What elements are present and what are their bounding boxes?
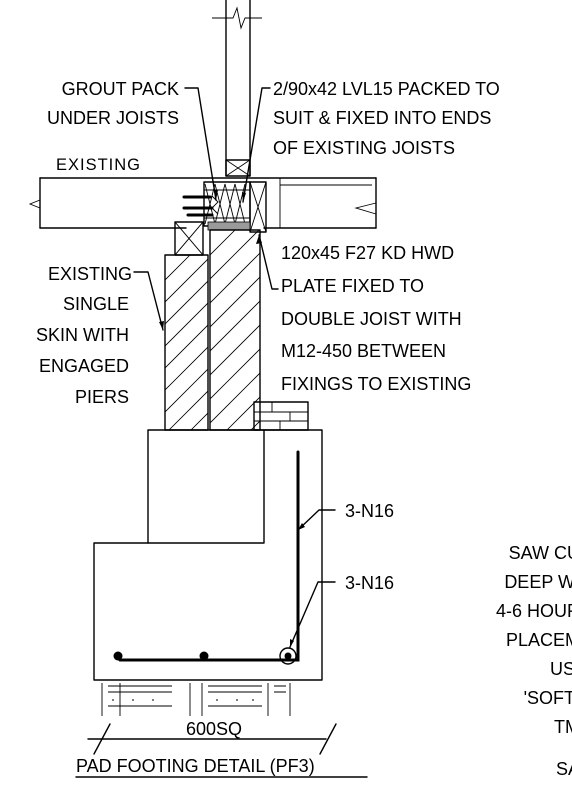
- label-plate: 120x45 F27 KD HWD PLATE FIXED TO DOUBLE …: [281, 243, 471, 394]
- label-wall: EXISTING SINGLE SKIN WITH ENGAGED PIERS: [36, 264, 132, 407]
- plate-note-line-3: DOUBLE JOIST WITH: [281, 309, 462, 329]
- wall-note-line-5: PIERS: [75, 387, 129, 407]
- wall-top-block: [174, 221, 204, 256]
- grout-pack-line-2: UNDER JOISTS: [47, 108, 179, 128]
- label-saw-cut-cropped: SAW CU DEEP WI 4-6 HOUR PLACEM USI 'SOFT…: [496, 543, 572, 779]
- saw-cut-line-7: TM: [554, 717, 572, 737]
- plate-note-line-5: FIXINGS TO EXISTING: [281, 374, 471, 394]
- lvl-note-line-2: SUIT & FIXED INTO ENDS: [273, 108, 491, 128]
- label-existing-joist: EXISTING: [56, 156, 141, 174]
- saw-cut-line-8: SA: [556, 759, 572, 779]
- saw-cut-line-6: 'SOFT-: [524, 688, 572, 708]
- pad-footing: [93, 429, 323, 681]
- label-grout-pack: GROUT PACK UNDER JOISTS: [47, 79, 179, 128]
- saw-cut-line-1: SAW CU: [509, 543, 572, 563]
- plate-note-line-2: PLATE FIXED TO: [281, 276, 424, 296]
- wall-note-line-4: ENGAGED: [39, 356, 129, 376]
- existing-single-skin-wall: [164, 254, 209, 431]
- saw-cut-line-3: 4-6 HOUR: [496, 601, 572, 621]
- lvl-blocking: [203, 181, 251, 227]
- plate-note-line-1: 120x45 F27 KD HWD: [281, 243, 454, 263]
- detail-title-text: PAD FOOTING DETAIL (PF3): [76, 756, 315, 776]
- plate-note-line-4: M12-450 BETWEEN: [281, 341, 446, 361]
- saw-cut-line-4: PLACEM: [506, 630, 572, 650]
- wall-note-line-2: SINGLE: [63, 294, 129, 314]
- label-bar-bottom: 3-N16: [345, 573, 394, 593]
- grout-pack-line-1: GROUT PACK: [62, 79, 179, 99]
- wall-note-line-1: EXISTING: [48, 264, 132, 284]
- label-footing-size: 600SQ: [186, 719, 242, 739]
- grout-pack: [207, 221, 251, 231]
- ground-hatch: [101, 683, 291, 716]
- leader-lines: [133, 87, 336, 648]
- existing-floor-joist: [28, 177, 377, 229]
- detail-title: PAD FOOTING DETAIL (PF3): [75, 756, 368, 778]
- reinforcement-bars: [113, 450, 300, 665]
- bolt-fixings: [182, 195, 219, 217]
- label-bar-vertical: 3-N16: [345, 501, 394, 521]
- wall-note-line-3: SKIN WITH: [36, 325, 129, 345]
- existing-base: [147, 429, 265, 544]
- stud-above-floor: [212, 0, 262, 177]
- saw-cut-line-2: DEEP WI: [504, 572, 572, 592]
- lvl-note-line-3: OF EXISTING JOISTS: [273, 138, 455, 158]
- saw-cut-line-5: USI: [550, 659, 572, 679]
- brick-plinth: [253, 401, 309, 431]
- hardwood-plate: [249, 181, 267, 233]
- label-lvl: 2/90x42 LVL15 PACKED TO SUIT & FIXED INT…: [273, 79, 500, 158]
- footing-dimension: [87, 723, 337, 755]
- lvl-note-line-1: 2/90x42 LVL15 PACKED TO: [273, 79, 500, 99]
